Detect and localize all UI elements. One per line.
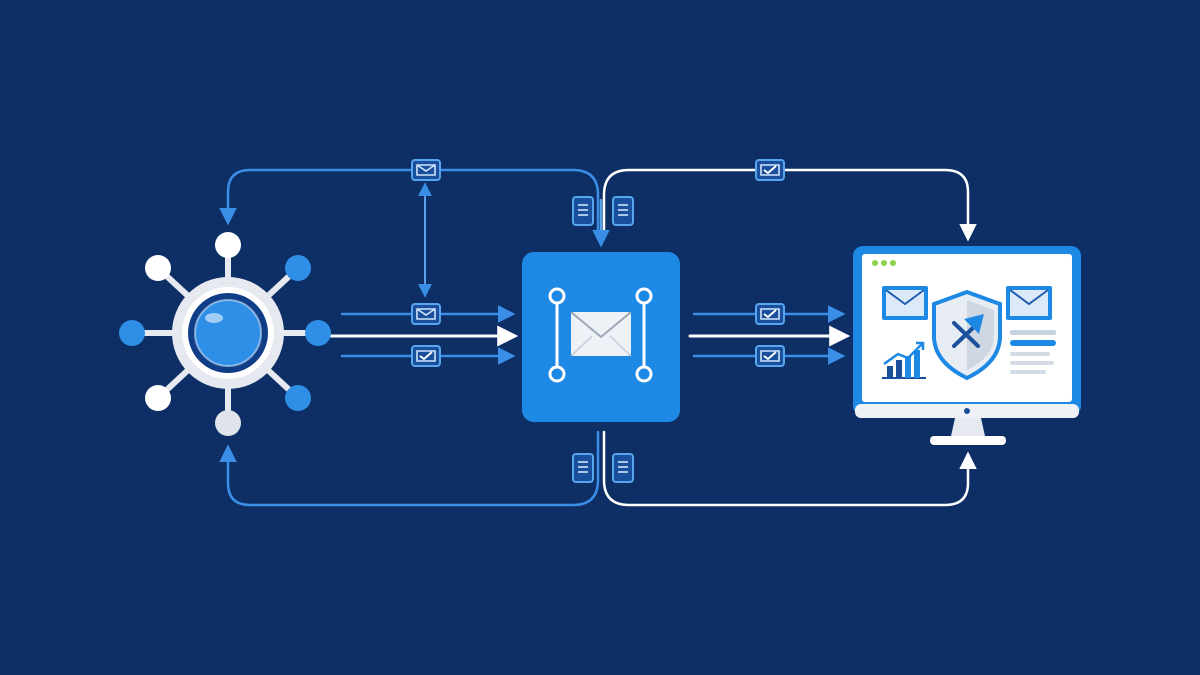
security-dashboard-monitor-icon bbox=[853, 246, 1081, 445]
top-right-line bbox=[602, 168, 977, 242]
envelope-icon bbox=[570, 311, 632, 357]
envelope-check-chip-icon bbox=[755, 303, 785, 325]
monitor-stand bbox=[951, 418, 985, 436]
envelope-chip-icon bbox=[411, 303, 441, 325]
document-chip-icon bbox=[612, 453, 634, 483]
document-chip-icon bbox=[612, 196, 634, 226]
dashboard-text-lines bbox=[1010, 330, 1056, 374]
document-chip-icon bbox=[572, 453, 594, 483]
hub-satellite-node bbox=[145, 385, 171, 411]
envelope-processor-icon bbox=[522, 252, 680, 422]
bar-chart-icon bbox=[882, 341, 926, 379]
bottom-return-line bbox=[219, 430, 600, 507]
hub-satellite-node bbox=[145, 255, 171, 281]
connection-lines bbox=[219, 168, 977, 507]
hub-satellite-node bbox=[305, 320, 331, 346]
document-chip-icon bbox=[572, 196, 594, 226]
hub-satellite-node bbox=[285, 385, 311, 411]
hub-satellite-node bbox=[285, 255, 311, 281]
hub-satellite-node bbox=[119, 320, 145, 346]
envelope-check-chip-icon bbox=[755, 159, 785, 181]
mail-icon bbox=[882, 286, 928, 320]
network-hub-icon bbox=[119, 232, 331, 436]
envelope-check-chip-icon bbox=[411, 345, 441, 367]
envelope-check-chip-icon bbox=[755, 345, 785, 367]
envelope-chip-icon bbox=[411, 159, 441, 181]
mail-icon bbox=[1006, 286, 1052, 320]
bottom-right-line bbox=[602, 430, 977, 507]
hub-satellite-node bbox=[215, 410, 241, 436]
shield-icon bbox=[932, 289, 1002, 381]
hub-satellite-node bbox=[215, 232, 241, 258]
